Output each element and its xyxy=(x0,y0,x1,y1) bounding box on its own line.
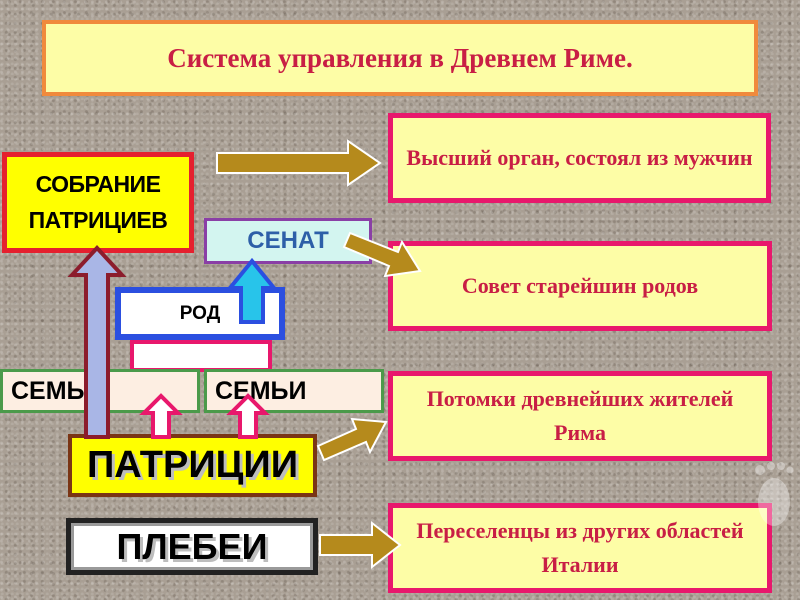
desc-text-senat: Совет старейшин родов xyxy=(461,272,699,298)
desc-box-senat: Совет старейшин родов xyxy=(388,241,772,331)
patricii-label: ПАТРИЦИИ xyxy=(86,444,299,486)
rod-box: РОД xyxy=(115,287,285,340)
desc-text-patricii: Потомки древнейших жителей Рима xyxy=(426,385,734,445)
desc-box-patricii: Потомки древнейших жителей Рима xyxy=(388,371,772,461)
semya-left-label: СЕМЬИ xyxy=(11,376,103,405)
desc-text-sobranie: Высший орган, состоял из мужчин xyxy=(406,144,753,170)
arrow-patricii-right xyxy=(316,417,388,462)
desc-box-sobranie: Высший орган, состоял из мужчин xyxy=(388,113,771,203)
desc-box-plebei: Переселенцы из других областей Италии xyxy=(388,503,772,593)
sobranie-label-line1: СОБРАНИЕ xyxy=(35,170,161,197)
semya-right-label: СЕМЬИ xyxy=(215,376,307,405)
semya-box-left: СЕМЬИ xyxy=(0,369,200,413)
senat-label: СЕНАТ xyxy=(247,227,329,254)
rod-sub-box xyxy=(130,340,272,372)
diagram-title: Система управления в Древнем Риме. xyxy=(42,20,758,96)
arrow-sobranie-right xyxy=(216,139,382,187)
senat-box: СЕНАТ xyxy=(204,218,372,264)
rod-label: РОД xyxy=(179,302,221,324)
sobranie-patriciev-box: СОБРАНИЕ ПАТРИЦИЕВ xyxy=(2,152,194,253)
plebei-box: ПЛЕБЕИ xyxy=(66,518,318,575)
plebei-label: ПЛЕБЕИ xyxy=(116,525,268,567)
desc-text-plebei: Переселенцы из других областей Италии xyxy=(416,517,744,577)
patricii-box: ПАТРИЦИИ xyxy=(68,434,317,497)
semya-box-right: СЕМЬИ xyxy=(204,369,384,413)
sobranie-label-line2: ПАТРИЦИЕВ xyxy=(28,206,168,233)
title-text: Система управления в Древнем Риме. xyxy=(167,42,633,73)
